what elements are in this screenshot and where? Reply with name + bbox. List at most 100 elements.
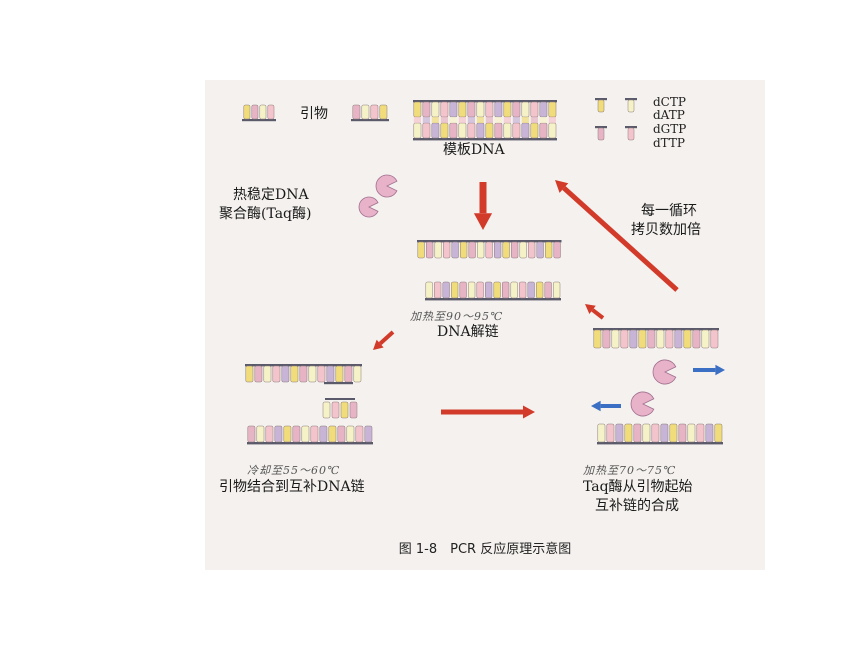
template-base-pair <box>539 117 547 123</box>
extend-bottom-base <box>660 423 669 443</box>
cycle-label-1: 每一循环 <box>641 203 697 219</box>
template-top-base <box>530 101 539 118</box>
template-bottom-base <box>503 122 512 139</box>
template-base-pair <box>476 117 484 123</box>
primer-right-backbone <box>351 119 389 122</box>
extend-top-base <box>647 329 656 349</box>
denatured-top-base <box>494 241 502 259</box>
enzyme-icon <box>375 174 398 198</box>
denature-step-label: DNA解链 <box>437 324 499 340</box>
primer-right-base <box>379 104 388 120</box>
extend-bottom-base <box>714 423 723 443</box>
denatured-bottom-base <box>451 281 459 299</box>
anneal-bottom-base <box>292 425 301 443</box>
primer-left-base <box>243 104 251 120</box>
enzyme-icon <box>630 391 655 417</box>
anneal-bottom-backbone <box>247 442 373 445</box>
anneal-bottom-base <box>283 425 292 443</box>
template-base-pair <box>458 117 466 123</box>
primer-left-base <box>259 104 267 120</box>
extend-top-backbone <box>593 328 719 331</box>
denatured-bottom-base <box>468 281 476 299</box>
extend-temp-label: 加热至70～75℃ <box>583 464 677 477</box>
template-bottom-base <box>449 122 458 139</box>
extend-bottom-base <box>651 423 660 443</box>
template-bottom-base <box>494 122 503 139</box>
denatured-top-base <box>545 241 553 259</box>
extend-top-base <box>656 329 665 349</box>
anneal-top-base <box>299 365 308 383</box>
denatured-top-base <box>477 241 485 259</box>
extend-bottom-base <box>606 423 615 443</box>
template-base-pair <box>440 117 448 123</box>
template-bottom-base <box>548 122 557 139</box>
extend-top-base <box>683 329 692 349</box>
legend-glyph-base <box>627 99 635 113</box>
polymerase-label-1: 热稳定DNA <box>233 187 309 203</box>
denatured-top-base <box>528 241 536 259</box>
anneal-step-label: 引物结合到互补DNA链 <box>219 479 365 495</box>
template-bottom-base <box>512 122 521 139</box>
anneal-top-base <box>353 365 362 383</box>
anneal-top-backbone <box>245 364 362 367</box>
anneal-bottom-base <box>256 425 265 443</box>
template-top-base <box>449 101 458 118</box>
legend-glyph-base <box>627 127 635 141</box>
template-top-base <box>467 101 476 118</box>
template-top-base <box>413 101 422 118</box>
template-top-base <box>503 101 512 118</box>
arrow-cycle-head <box>555 180 569 193</box>
denatured-top-base <box>468 241 476 259</box>
extend-top-base <box>611 329 620 349</box>
denatured-top-base <box>460 241 468 259</box>
figure-caption: 图 1-8 PCR 反应原理示意图 <box>398 542 572 557</box>
enzyme-icon <box>358 196 379 218</box>
denatured-top-base <box>426 241 434 259</box>
anneal-top-base <box>308 365 317 383</box>
extend-bottom-base <box>633 423 642 443</box>
arrow-to-denature-head <box>585 304 596 314</box>
denatured-bottom-base <box>527 281 535 299</box>
denatured-top-base <box>451 241 459 259</box>
template-bottom-base <box>440 122 449 139</box>
template-base-pair <box>548 117 556 123</box>
anneal-bottom-base <box>310 425 319 443</box>
template-top-base <box>422 101 431 118</box>
anneal-bottom-base <box>319 425 328 443</box>
anneal-top-base <box>254 365 263 383</box>
extend-top-base <box>620 329 629 349</box>
extend-step-label-2: 互补链的合成 <box>595 498 679 514</box>
denatured-bottom-base <box>536 281 544 299</box>
template-top-base <box>431 101 440 118</box>
anneal-top-base <box>317 365 326 383</box>
primer-right-base <box>352 104 361 120</box>
template-bottom-base <box>431 122 440 139</box>
denatured-top-base <box>502 241 510 259</box>
template-base-pair <box>431 117 439 123</box>
template-top-base <box>539 101 548 118</box>
extend-bottom-base <box>615 423 624 443</box>
arrow-to-anneal-shaft <box>378 330 395 346</box>
template-base-pair <box>530 117 538 123</box>
primer-left-base <box>251 104 259 120</box>
denatured-bottom-base <box>434 281 442 299</box>
denatured-bottom-base <box>553 281 561 299</box>
anneal-primer-base <box>340 401 349 419</box>
legend-datp: dATP <box>653 108 685 122</box>
template-top-base <box>512 101 521 118</box>
anneal-bottom-base <box>274 425 283 443</box>
denatured-top-base <box>434 241 442 259</box>
anneal-top-base <box>281 365 290 383</box>
extend-top-base <box>602 329 611 349</box>
template-bottom-base <box>422 122 431 139</box>
template-bottom-base <box>521 122 530 139</box>
primer-left-base <box>267 104 275 120</box>
legend-dctp: dCTP <box>653 95 686 109</box>
extend-bottom-base <box>687 423 696 443</box>
denatured-bottom-base <box>442 281 450 299</box>
cycle-label-2: 拷贝数加倍 <box>631 222 701 238</box>
legend-glyph-bar <box>625 98 637 101</box>
anneal-top-base <box>335 365 344 383</box>
anneal-primer-base <box>331 401 340 419</box>
template-base-pair <box>503 117 511 123</box>
